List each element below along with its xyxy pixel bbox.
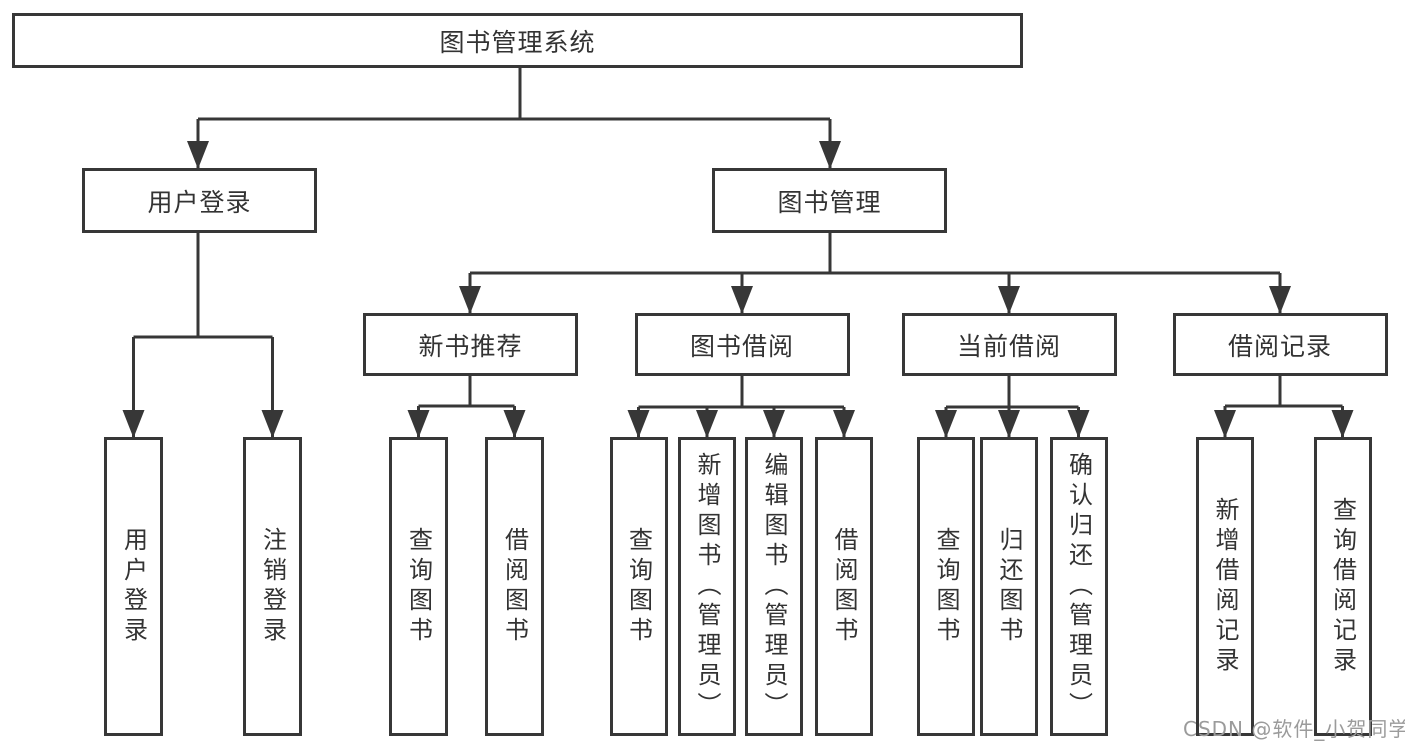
node-book-management: 图书管理 [712,168,947,233]
node-borrow-records: 借阅记录 [1172,313,1388,376]
arrowhead-icon [819,141,841,169]
arrowhead-icon [1269,286,1291,314]
leaf-borrow-book: 借阅图书 [815,437,873,736]
arrowhead-icon [731,286,753,314]
arrowhead-icon [998,410,1020,438]
connector-borrow-records-branch [1223,376,1344,437]
arrowhead-icon [833,410,855,438]
leaf-query-books-recommend: 查询图书 [389,437,448,736]
leaf-query-books-current: 查询图书 [917,437,975,736]
arrowhead-icon [261,410,284,438]
arrowhead-icon [187,141,209,169]
arrowhead-icon [696,410,718,438]
connector-root-to-level2 [196,68,832,168]
arrowhead-icon [503,410,526,438]
leaf-confirm-return-admin: 确认归还（管理员） [1049,437,1108,736]
leaf-add-borrow-record: 新增借阅记录 [1196,437,1254,736]
csdn-watermark: CSDN @软件_小贺同学 [1183,717,1405,741]
leaf-add-book-admin: 新增图书（管理员） [678,437,736,736]
leaf-query-books-borrow: 查询图书 [609,437,668,736]
arrowhead-icon [1214,410,1236,438]
arrowhead-icon [459,286,481,314]
leaf-query-borrow-record: 查询借阅记录 [1313,437,1372,736]
node-new-book-recommend: 新书推荐 [363,313,578,376]
arrowhead-icon [1067,410,1090,438]
arrowhead-icon [998,286,1020,314]
connector-book-management-branch [468,233,1282,313]
leaf-user-login: 用户登录 [104,437,163,736]
connector-new-book-branch [417,376,516,437]
leaf-borrow-books-recommend: 借阅图书 [485,437,544,736]
arrowhead-icon [763,410,785,438]
connector-user-login-branch [132,233,274,437]
node-current-borrow: 当前借阅 [901,313,1117,376]
arrowhead-icon [122,410,145,438]
connector-book-borrow-branch [637,376,846,437]
arrowhead-icon [935,410,957,438]
leaf-return-book: 归还图书 [980,437,1038,736]
node-user-login: 用户登录 [82,168,317,233]
leaf-edit-book-admin: 编辑图书（管理员） [745,437,803,736]
arrowhead-icon [407,410,430,438]
arrowhead-icon [627,410,650,438]
node-book-borrow: 图书借阅 [634,313,850,376]
arrowheads-group [122,141,1354,438]
node-root-system: 图书管理系统 [12,13,1023,68]
leaf-logout: 注销登录 [243,437,302,736]
arrowhead-icon [1331,410,1354,438]
